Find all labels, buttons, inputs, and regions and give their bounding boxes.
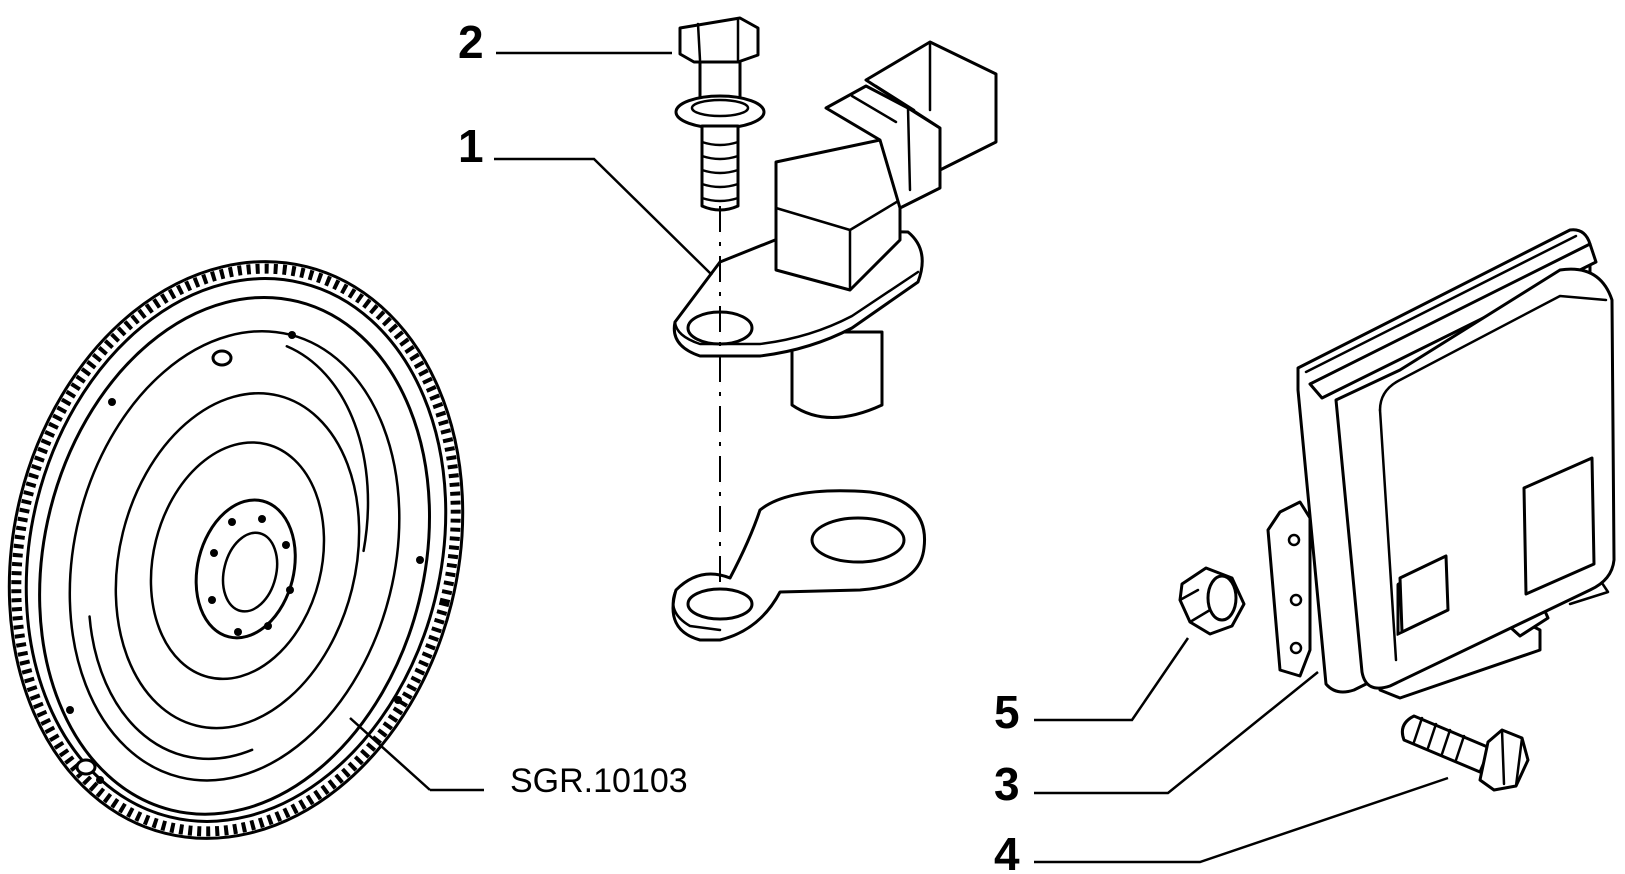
leader-5 <box>1034 637 1190 722</box>
reference-code: SGR.10103 <box>510 762 688 800</box>
ecu-part-3 <box>1266 228 1616 700</box>
callout-2: 2 <box>458 16 484 68</box>
callout-5: 5 <box>994 686 1020 738</box>
screw-part-4 <box>1400 714 1530 792</box>
leader-1 <box>494 157 713 276</box>
leader-3 <box>1034 671 1319 795</box>
nut-part-5 <box>1178 566 1246 636</box>
leader-ref <box>349 717 431 791</box>
callout-4: 4 <box>994 828 1020 874</box>
callout-1: 1 <box>458 120 484 172</box>
callout-3: 3 <box>994 758 1020 810</box>
bolt-part-2 <box>674 16 766 212</box>
leader-4 <box>1034 776 1449 864</box>
spacer-gasket <box>671 489 927 642</box>
flywheel <box>7 260 465 840</box>
flywheel-bolt-holes <box>66 331 424 784</box>
sensor-part-1 <box>672 40 998 419</box>
